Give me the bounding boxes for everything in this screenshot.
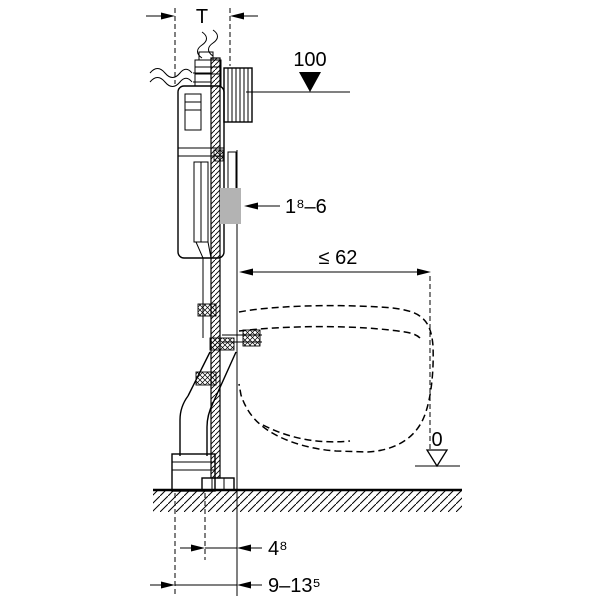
dimension-offset-48: 4⁸ [180, 493, 288, 560]
arrow-left-icon [239, 268, 253, 276]
flush-pipe [197, 258, 235, 351]
arrow-left-icon [237, 544, 251, 552]
offset-48-label: 4⁸ [268, 538, 288, 560]
open-triangle-marker-icon [425, 449, 449, 468]
arrow-right-icon [191, 544, 205, 552]
arrow-right-icon [417, 268, 431, 276]
height-marker-100: 100 [246, 49, 350, 93]
floor-level-marker: 0 [415, 429, 460, 468]
spacer-block [220, 188, 241, 224]
break-symbol-left [149, 68, 211, 87]
outlet-range-label: 9–13⁵ [268, 575, 321, 597]
cistern [177, 85, 225, 259]
arrow-left-icon [230, 12, 244, 20]
ground-hatch [153, 491, 462, 512]
max-depth-label: ≤ 62 [319, 247, 358, 269]
cladding-spacer: 1⁸–6 [220, 188, 327, 224]
wall-bracket [223, 67, 253, 123]
dimension-max-depth: ≤ 62 [239, 247, 431, 452]
filled-triangle-marker-icon [299, 72, 321, 92]
arrow-left-icon [237, 581, 251, 589]
dimension-frame-depth: T [146, 6, 258, 84]
frame-foot [201, 477, 235, 491]
drain-bend [179, 351, 237, 456]
finished-wall-line [227, 150, 238, 596]
height-marker-label: 100 [293, 49, 326, 71]
break-symbol-top [197, 29, 218, 59]
toilet-pan-outline [238, 304, 434, 453]
arrow-right-icon [161, 581, 175, 589]
zero-level-label: 0 [431, 429, 442, 451]
arrow-left-icon [244, 202, 258, 210]
frame-rail [210, 57, 221, 479]
drain-socket [171, 453, 216, 492]
frame-depth-label: T [196, 6, 208, 28]
floor [153, 488, 462, 512]
pan-fixing-rod [222, 329, 262, 347]
arrow-right-icon [161, 12, 175, 20]
cladding-range-label: 1⁸–6 [285, 196, 327, 218]
dimension-outlet-range: 9–13⁵ [150, 493, 321, 597]
